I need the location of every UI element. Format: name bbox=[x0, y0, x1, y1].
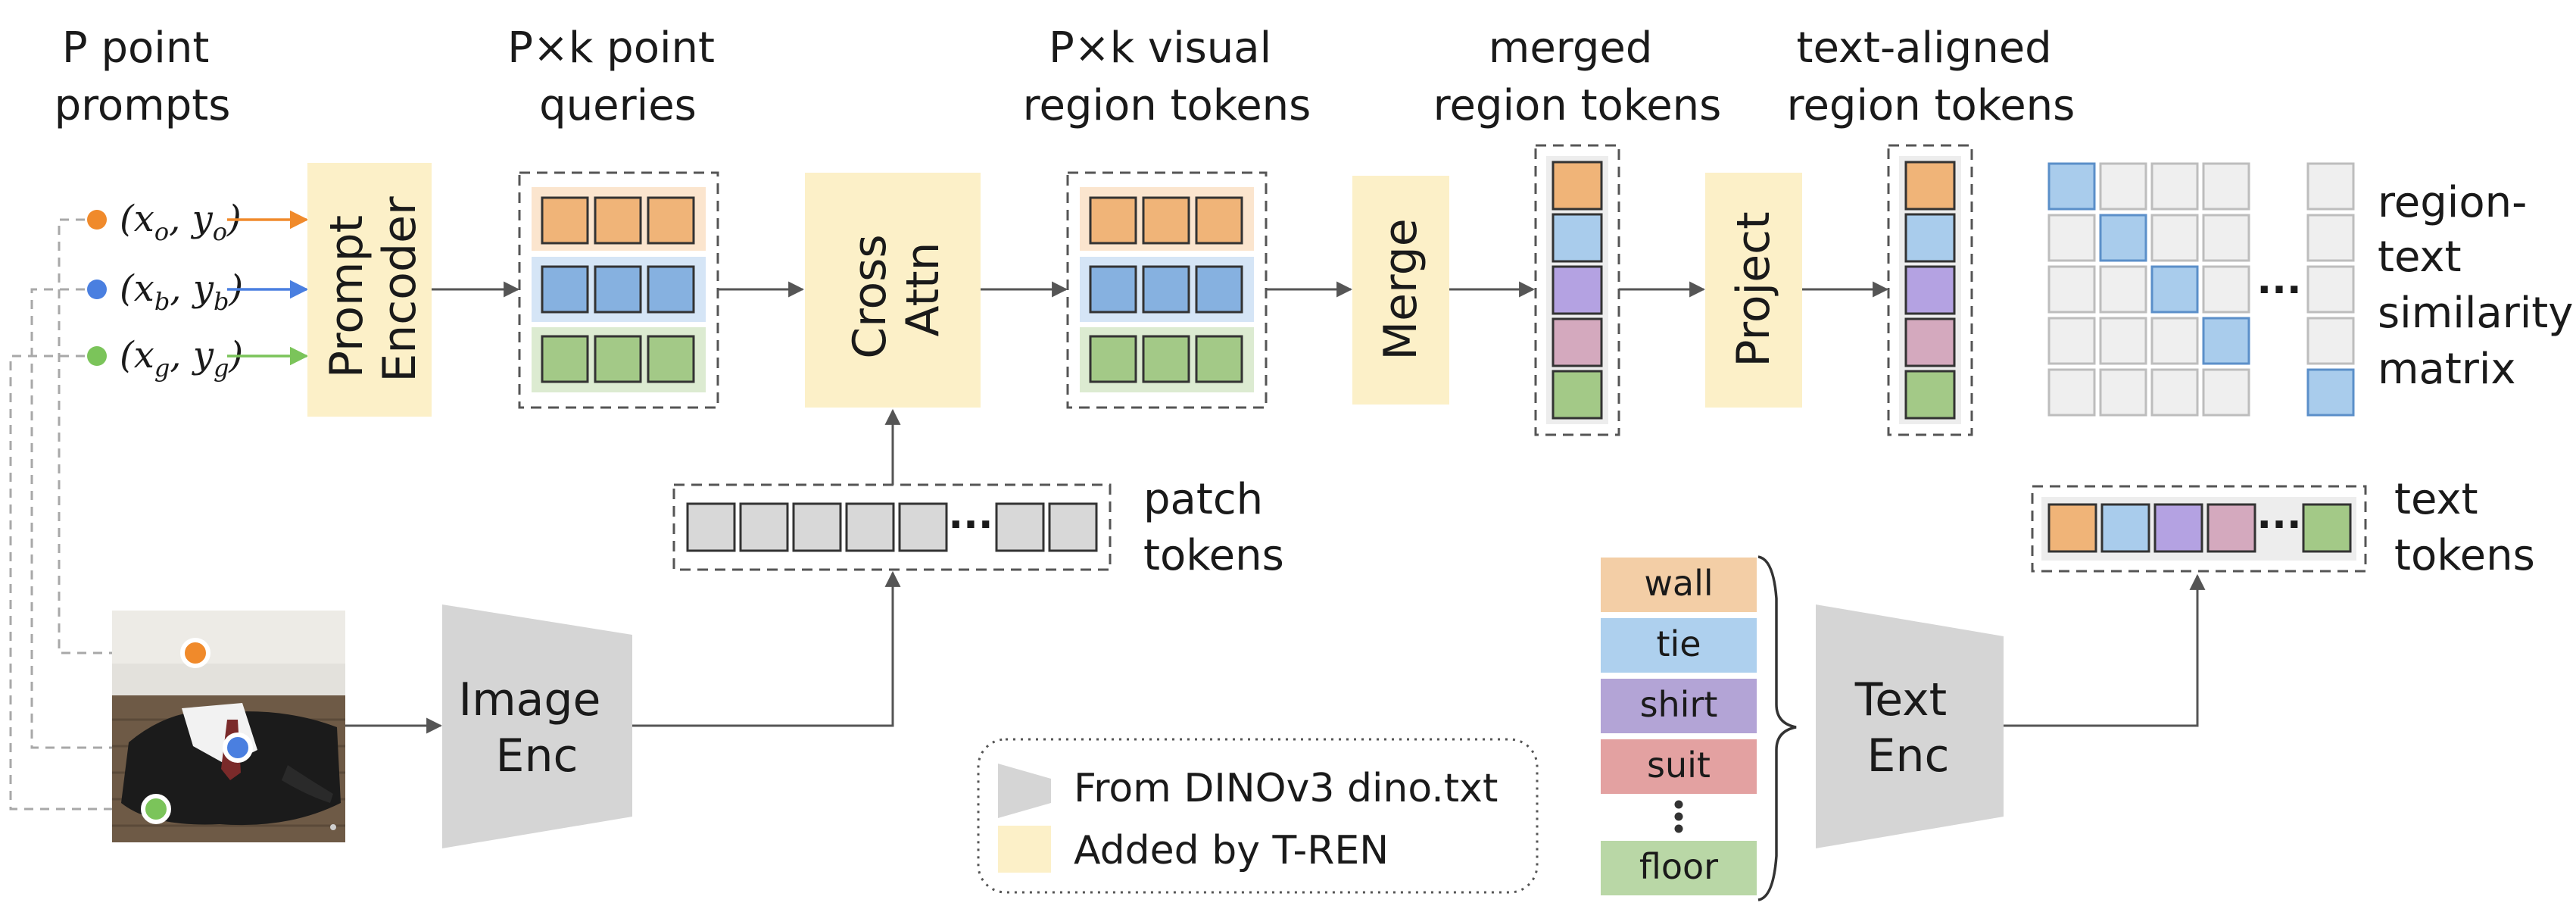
matrix-cell bbox=[2150, 317, 2199, 365]
class-box-shirt bbox=[1601, 679, 1757, 733]
matrix-cell bbox=[2047, 214, 2096, 262]
patch-tokens-label: patch tokens bbox=[1143, 475, 1284, 580]
matrix-cell bbox=[2150, 368, 2199, 417]
header-merged-region-tokens: merged region tokens bbox=[1433, 23, 1722, 130]
class-box-floor bbox=[1601, 841, 1757, 895]
input-image bbox=[112, 611, 345, 842]
matrix-cell bbox=[2150, 162, 2199, 211]
text-tokens-label: text tokens bbox=[2394, 475, 2535, 580]
matrix-ellipsis: ··· bbox=[2256, 267, 2301, 313]
patch-tokens: ··· bbox=[672, 483, 1112, 571]
svg-text:Cross Attn: Cross Attn bbox=[844, 220, 950, 359]
visual-region-tokens bbox=[1066, 171, 1268, 409]
class-list-ellipsis-dot bbox=[1674, 812, 1683, 821]
similarity-matrix-label: region- text similarity matrix bbox=[2378, 178, 2576, 394]
legend-encoder-swatch bbox=[998, 764, 1051, 818]
merge-module: Merge bbox=[1352, 176, 1449, 405]
matrix-cell bbox=[2202, 162, 2250, 211]
matrix-cell bbox=[2099, 368, 2147, 417]
class-list-ellipsis-dot bbox=[1674, 800, 1683, 809]
class-label-tie: tie bbox=[1656, 623, 1701, 664]
matrix-cell bbox=[2202, 368, 2250, 417]
legend-tren: Added by T-REN bbox=[1074, 828, 1389, 873]
class-box-tie bbox=[1601, 618, 1757, 673]
matrix-cell bbox=[2202, 214, 2250, 262]
matrix-cell-match bbox=[2150, 265, 2199, 314]
class-list-ellipsis-dot bbox=[1674, 824, 1683, 833]
text-encoder-module: Text Enc bbox=[1816, 604, 2004, 848]
matrix-cell bbox=[2306, 317, 2355, 365]
matrix-cell bbox=[2306, 265, 2355, 314]
svg-text:Image Enc: Image Enc bbox=[459, 673, 616, 782]
matrix-cell bbox=[2306, 162, 2355, 211]
class-label-wall: wall bbox=[1644, 563, 1713, 604]
patch-ellipsis: ··· bbox=[948, 502, 993, 548]
point-queries bbox=[518, 171, 719, 409]
class-label-shirt: shirt bbox=[1640, 684, 1718, 725]
matrix-cell-match bbox=[2202, 317, 2250, 365]
image-encoder-module: Image Enc bbox=[442, 604, 632, 848]
matrix-cell bbox=[2047, 317, 2096, 365]
svg-text:(xo, yo): (xo, yo) bbox=[120, 198, 242, 246]
matrix-cell bbox=[2047, 265, 2096, 314]
text-tokens: ··· bbox=[2031, 485, 2367, 573]
arrow-image-enc-to-patch bbox=[632, 570, 901, 727]
matrix-cell bbox=[2099, 265, 2147, 314]
header-text-aligned-region-tokens: text-aligned region tokens bbox=[1787, 23, 2075, 130]
svg-text:Project: Project bbox=[1727, 211, 1780, 367]
class-box-wall bbox=[1601, 558, 1757, 612]
similarity-matrix: ··· bbox=[2047, 162, 2355, 417]
prompt-blue: (xb, yb) bbox=[87, 267, 309, 316]
cross-attn-module: Cross Attn bbox=[805, 173, 981, 408]
text-tokens-ellipsis: ··· bbox=[2256, 502, 2301, 548]
merged-region-tokens bbox=[1534, 144, 1620, 436]
matrix-cell-match bbox=[2047, 162, 2096, 211]
legend-dino: From DINOv3 dino.txt bbox=[1074, 766, 1498, 811]
legend: From DINOv3 dino.txt Added by T-REN bbox=[977, 738, 1539, 894]
svg-text:(xb, yb): (xb, yb) bbox=[120, 267, 243, 316]
matrix-cell bbox=[2306, 214, 2355, 262]
class-label-floor: floor bbox=[1639, 846, 1718, 887]
header-p-point-prompts: P point prompts bbox=[55, 23, 231, 130]
prompt-orange: (xo, yo) bbox=[87, 198, 309, 246]
matrix-cell bbox=[2202, 265, 2250, 314]
arrow-text-enc-to-text-tokens bbox=[2004, 573, 2206, 727]
matrix-cell-match bbox=[2099, 214, 2147, 262]
matrix-cell-match bbox=[2306, 368, 2355, 417]
header-visual-region-tokens: P×k visual region tokens bbox=[1023, 23, 1311, 130]
class-label-suit: suit bbox=[1647, 745, 1711, 786]
class-list-brace bbox=[1757, 555, 1797, 901]
svg-text:(xg, yg): (xg, yg) bbox=[120, 334, 243, 383]
matrix-cell bbox=[2099, 162, 2147, 211]
project-module: Project bbox=[1705, 173, 1802, 408]
matrix-cell bbox=[2150, 214, 2199, 262]
legend-added-swatch bbox=[998, 826, 1051, 873]
matrix-cell bbox=[2099, 317, 2147, 365]
prompt-green: (xg, yg) bbox=[87, 334, 309, 383]
text-aligned-region-tokens bbox=[1887, 144, 1973, 436]
header-point-queries: P×k point queries bbox=[507, 23, 728, 130]
prompt-encoder-module: Prompt Encoder bbox=[307, 163, 432, 417]
matrix-cell bbox=[2047, 368, 2096, 417]
svg-text:Prompt Encoder: Prompt Encoder bbox=[320, 196, 426, 383]
svg-text:Merge: Merge bbox=[1374, 218, 1427, 360]
text-class-list: wall tie shirt suit floor bbox=[1601, 558, 1757, 895]
svg-text:Text Enc: Text Enc bbox=[1854, 673, 1961, 782]
class-box-suit bbox=[1601, 739, 1757, 794]
